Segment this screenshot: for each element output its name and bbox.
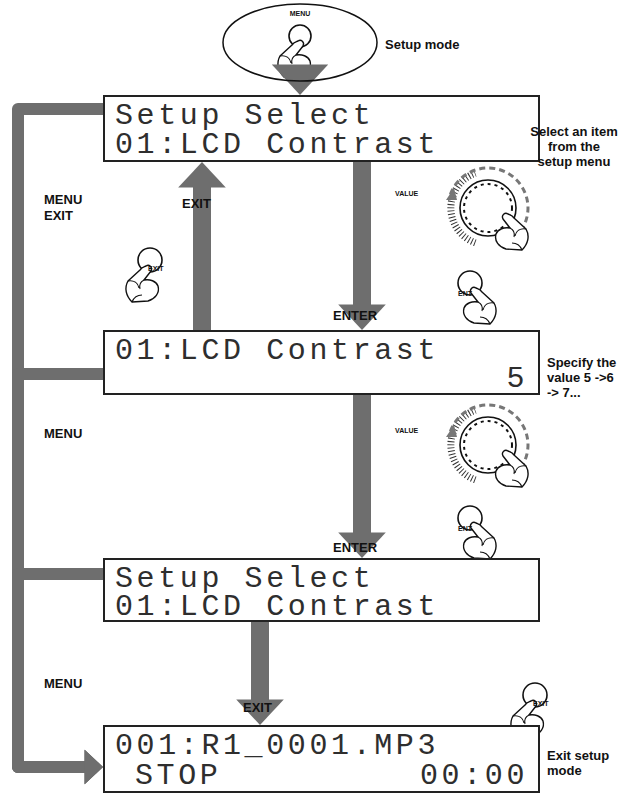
pressing-hand [496, 213, 529, 250]
lcd-screen: Setup Select01:LCD Contrast [103, 558, 540, 622]
step-caption: Exit setup mode [547, 748, 618, 778]
button-label: ENT [458, 525, 472, 533]
arrow-label: ENTER [333, 540, 377, 556]
lcd-text: Setup Select [115, 101, 374, 131]
arrow-shaft [18, 109, 103, 767]
dial-label: VALUE [395, 427, 418, 435]
lcd-text: 01:LCD Contrast [115, 336, 439, 366]
lcd-text: 5 [506, 364, 528, 394]
arrow-shaft [353, 162, 371, 305]
arrow-label: MENU [44, 676, 86, 692]
arrow-label: ENTER [333, 308, 377, 324]
lcd-text: 01:LCD Contrast [115, 592, 439, 622]
lcd-text: 00:00 [420, 761, 528, 791]
arrow-label: EXIT [243, 700, 272, 716]
arrow-head [178, 162, 226, 188]
arrow-head [85, 750, 103, 784]
dial-label: VALUE [395, 190, 418, 198]
arrow-head [85, 750, 103, 784]
lcd-text: Setup Select [115, 564, 374, 594]
arrow-label: EXIT [182, 196, 211, 212]
flow-arrow [18, 109, 103, 784]
arrow-label: MENU EXIT [44, 192, 86, 224]
step-caption: Select an item from the setup menu [530, 124, 618, 169]
lcd-screen: 001:R1_0001.MP3STOP 00:00 [103, 725, 540, 793]
arrow-shaft [353, 395, 371, 533]
lcd-screen: Setup Select01:LCD Contrast [103, 95, 540, 162]
lcd-text: STOP [135, 761, 221, 791]
flow-arrow [236, 622, 284, 725]
button-label: EXIT [148, 265, 164, 273]
pressing-hand [496, 450, 529, 487]
lcd-text: 001:R1_0001.MP3 [115, 731, 439, 761]
flow-arrow [178, 162, 226, 330]
mode-caption: Setup mode [385, 37, 485, 52]
arrow-label: MENU [44, 426, 86, 442]
button-label: EXIT [533, 700, 549, 708]
flow-arrow [338, 395, 386, 558]
button-label: MENU [285, 10, 315, 18]
arrow-head [236, 699, 284, 725]
step-caption: Specify the value 5 ->6 -> 7... [547, 355, 618, 400]
button-label: ENT [458, 290, 472, 298]
menu-oval: MENU [222, 3, 378, 82]
flow-arrow [338, 162, 386, 330]
lcd-text: 01:LCD Contrast [115, 130, 439, 160]
arrow-shaft [251, 622, 269, 700]
arrow-shaft [18, 574, 103, 767]
lcd-screen: 01:LCD Contrast 5 [103, 330, 540, 395]
arrow-shaft [18, 374, 103, 767]
flow-arrow [18, 374, 103, 784]
flow-arrow [18, 574, 103, 784]
oval-shape [223, 4, 377, 81]
arrow-head [85, 750, 103, 784]
